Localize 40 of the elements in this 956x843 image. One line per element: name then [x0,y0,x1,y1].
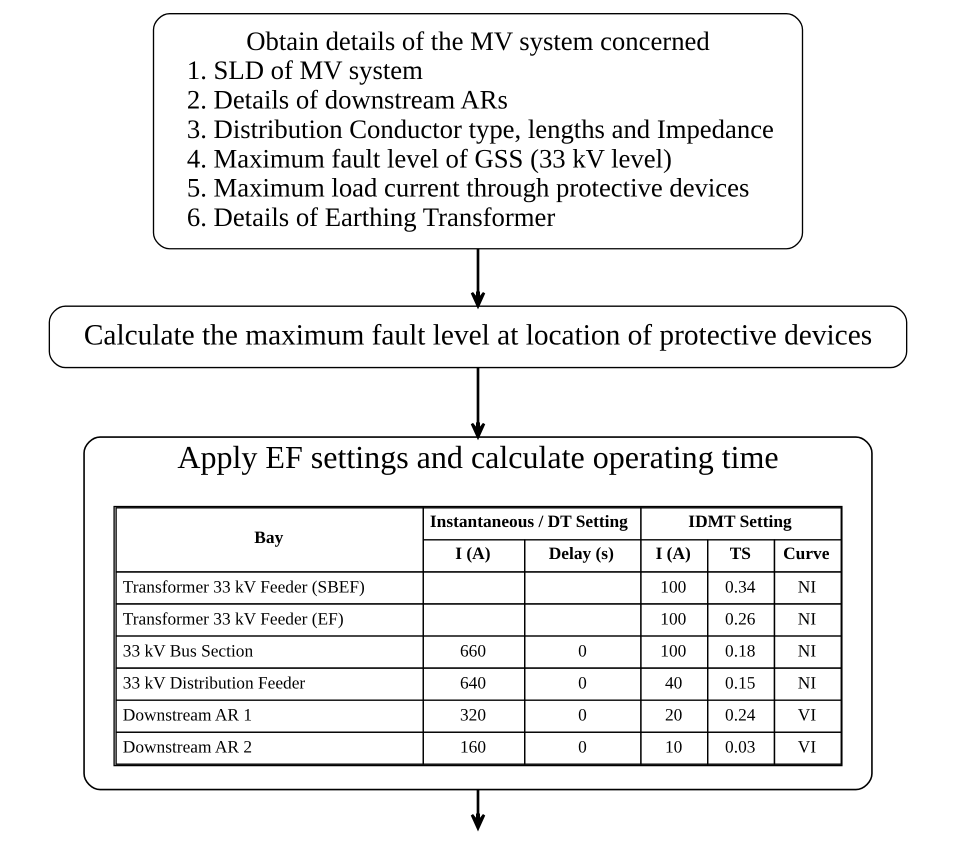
label: TS [730,544,751,564]
label: 660 [460,642,486,661]
label: Transformer 33 kV Feeder (EF) [122,610,344,629]
label: I (A) [455,544,490,564]
label: I (A) [656,544,691,564]
label: 0 [578,642,587,661]
label: Delay (s) [548,544,614,564]
label: Instantaneous / DT Setting [430,512,628,532]
label: NI [798,577,816,596]
label: 0.03 [725,738,756,757]
label: VI [798,738,816,757]
label: 320 [460,706,486,725]
label: 0.34 [725,577,756,596]
label: 160 [460,738,486,757]
label: Downstream AR 2 [122,738,252,757]
label: Downstream AR 1 [122,706,252,725]
label: 0.26 [725,610,756,629]
label: 0 [578,674,587,693]
label: Transformer 33 kV Feeder (SBEF) [122,577,365,596]
label: NI [798,674,816,693]
label: Bay [254,528,284,548]
label: 33 kV Distribution Feeder [122,674,306,693]
label: 0.24 [725,706,756,725]
label: VI [798,706,816,725]
label: 100 [660,577,686,596]
label: IDMT Setting [688,512,792,532]
label: 100 [660,610,686,629]
label: 0 [578,706,587,725]
label: 0.18 [725,642,756,661]
label: NI [798,642,816,661]
label: 100 [660,642,686,661]
label: 0 [578,738,587,757]
label: 20 [664,706,682,725]
label: NI [798,610,816,629]
label: 33 kV Bus Section [122,642,254,661]
label: 640 [460,674,486,693]
label: 10 [664,738,682,757]
label: 40 [664,674,682,693]
label: 0.15 [725,674,756,693]
label: Curve [783,544,830,564]
